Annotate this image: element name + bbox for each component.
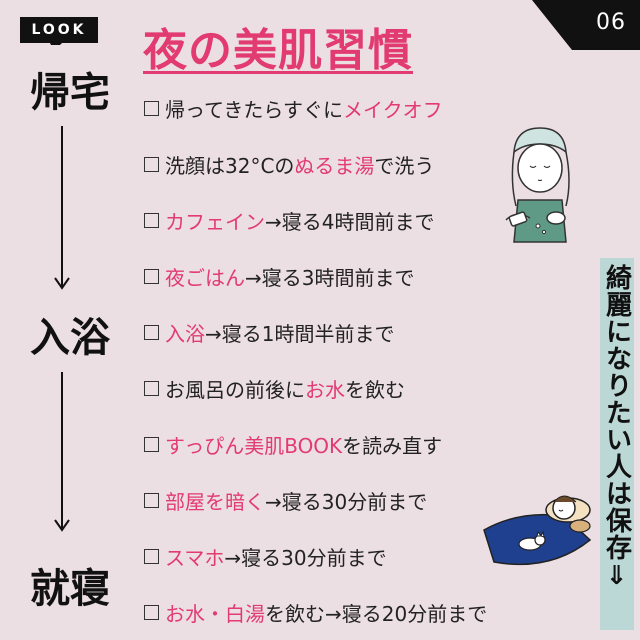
save-reminder-text: 綺麗になりたい人は保存⇓ (601, 264, 632, 592)
page-title: 夜の美肌習慣 (143, 25, 413, 76)
checklist-item: お水・白湯を飲む→寝る20分前まで (144, 598, 487, 627)
stage-label-bath: 入浴 (30, 315, 110, 361)
checkbox-icon (144, 101, 159, 116)
corner-shape (532, 0, 640, 50)
checklist-item: 部屋を暗く→寝る30分前まで (144, 486, 427, 515)
woman-sleeping-with-cat-icon (483, 495, 592, 566)
timeline-arrow-2 (54, 372, 70, 532)
checkbox-icon (144, 269, 159, 284)
checklist-item: 夜ごはん→寝る3時間前まで (144, 262, 414, 291)
checkbox-icon (144, 157, 159, 172)
checkbox-icon (144, 437, 159, 452)
checkbox-icon (144, 549, 159, 564)
checklist-item: 入浴→寝る1時間半前まで (144, 318, 394, 347)
checkbox-icon (144, 493, 159, 508)
checkbox-icon (144, 605, 159, 620)
page-number-corner: 06 (532, 0, 640, 50)
stage-label-home: 帰宅 (30, 70, 110, 116)
checkbox-icon (144, 381, 159, 396)
checklist-item: 帰ってきたらすぐにメイクオフ (144, 94, 443, 123)
checklist-item: 洗顔は32°Cのぬるま湯で洗う (144, 150, 434, 179)
checkbox-icon (144, 325, 159, 340)
checklist-item: カフェイン→寝る4時間前まで (144, 206, 434, 235)
look-label: LOOK (31, 22, 87, 38)
timeline-arrow-1 (54, 126, 70, 290)
checkbox-icon (144, 213, 159, 228)
look-tag-shape (20, 17, 98, 51)
look-tag: LOOK (20, 17, 118, 51)
page-number: 06 (596, 10, 626, 35)
save-reminder-banner: 綺麗になりたい人は保存⇓ (600, 258, 634, 630)
stage-label-sleep: 就寝 (30, 566, 110, 612)
woman-washing-face-icon (505, 127, 570, 243)
checklist-item: スマホ→寝る30分前まで (144, 542, 387, 571)
checklist-item: お風呂の前後にお水を飲む (144, 374, 405, 403)
